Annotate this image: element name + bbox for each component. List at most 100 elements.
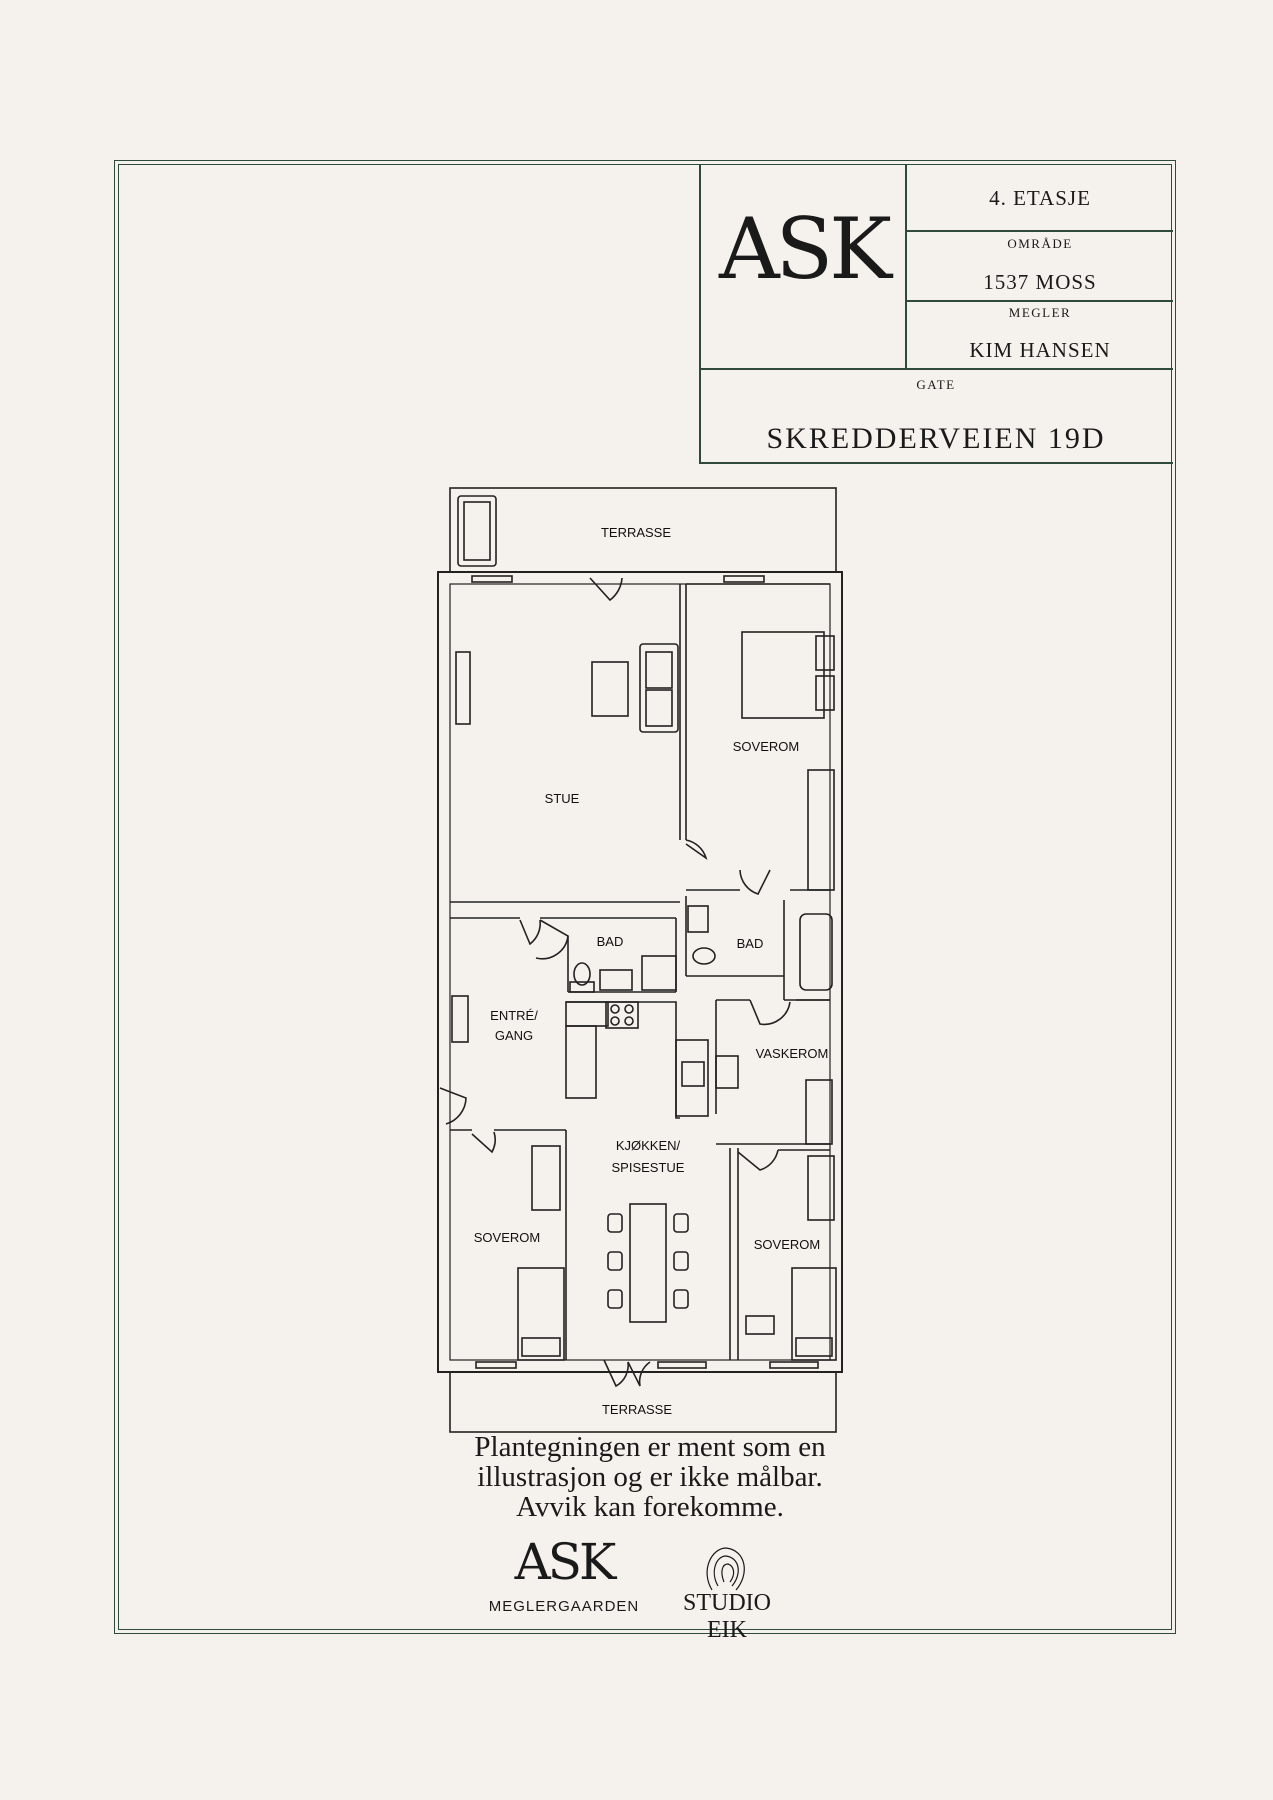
dining-table-icon (629, 1203, 667, 1323)
disclaimer-line: Plantegningen er ment som en (474, 1431, 826, 1463)
tb-divider (699, 164, 701, 464)
kitchen-counter (675, 1039, 709, 1117)
kitchen-counter (565, 1001, 609, 1027)
area-label: OMRÅDE (1007, 236, 1073, 251)
sofa-icon (639, 643, 679, 733)
toilet-icon (573, 962, 591, 986)
shower-icon (641, 955, 677, 991)
outer-frame (114, 160, 1176, 1634)
chair-icon (607, 1251, 623, 1271)
window-icon (769, 1361, 819, 1369)
window-icon (471, 575, 513, 583)
sink-icon (681, 1061, 705, 1087)
door-icon (739, 869, 771, 895)
pillow-icon (521, 1337, 561, 1357)
stove-burner-icon (624, 1016, 634, 1026)
room-label-bedroom-left: SOVEROM (474, 1230, 540, 1245)
bathtub-icon (799, 913, 833, 991)
disclaimer-line: Avvik kan forekomme. (516, 1491, 784, 1523)
coffee-table-icon (591, 661, 629, 717)
room-label-laundry: VASKEROM (756, 1046, 829, 1061)
pillow-icon (815, 675, 835, 711)
room-label-terrace-top: TERRASSE (601, 525, 671, 540)
room-label-terrace-bottom: TERRASSE (602, 1402, 672, 1417)
agent-value: KIM HANSEN (969, 338, 1111, 362)
wardrobe-icon (807, 769, 835, 891)
wardrobe-icon (807, 1155, 835, 1221)
sink-icon (687, 905, 709, 933)
exterior-wall (437, 571, 843, 1373)
chair-icon (607, 1213, 623, 1233)
disclaimer-line: illustrasjon og er ikke målbar. (477, 1461, 823, 1493)
stove-icon (605, 1001, 639, 1029)
sofa-icon (463, 501, 491, 561)
stove-burner-icon (610, 1004, 620, 1014)
room-label-bath-left: BAD (597, 934, 624, 949)
tv-icon (455, 651, 471, 725)
tb-divider (699, 368, 1173, 370)
toilet-icon (692, 947, 716, 965)
stove-burner-icon (624, 1004, 634, 1014)
door-icon (603, 1359, 629, 1388)
stove-burner-icon (610, 1016, 620, 1026)
ask-logo: ASK (719, 200, 892, 298)
room-label-kitchen-1: KJØKKEN/ (616, 1138, 681, 1153)
interior-wall-line (449, 583, 831, 1361)
desk-chair-icon (745, 1315, 775, 1335)
wardrobe-icon (531, 1145, 561, 1211)
tb-divider (905, 164, 907, 368)
area-value: 1537 MOSS (983, 270, 1097, 294)
sofa-icon (457, 495, 497, 567)
laundry-sink-icon (715, 1055, 739, 1089)
tb-divider (905, 230, 1173, 232)
street-label: GATE (916, 377, 956, 392)
agent-label: MEGLER (1008, 305, 1072, 320)
studio-eik-name: STUDIO EIK (683, 1590, 771, 1643)
door-icon (685, 839, 708, 860)
ask-footer-logo: ASK (514, 1533, 617, 1591)
inner-frame (118, 164, 1172, 1630)
bed-icon (517, 1267, 565, 1361)
tb-divider (905, 300, 1173, 302)
room-label-hall-1: ENTRÉ/ (490, 1008, 538, 1023)
window-icon (657, 1361, 707, 1369)
chair-icon (673, 1213, 689, 1233)
window-icon (723, 575, 765, 583)
door-icon (589, 577, 623, 602)
toilet-icon (569, 981, 595, 993)
floor-value: 4. ETASJE (989, 186, 1091, 210)
door-icon (627, 1361, 651, 1387)
chair-icon (673, 1251, 689, 1271)
chair-icon (607, 1289, 623, 1309)
hall-closet-icon (451, 995, 469, 1043)
room-label-bedroom-top: SOVEROM (733, 739, 799, 754)
pillow-icon (815, 635, 835, 671)
door-icon (519, 919, 542, 946)
sofa-cushion-icon (645, 689, 673, 727)
sofa-cushion-icon (645, 651, 673, 689)
room-label-living: STUE (545, 791, 580, 806)
door-icon (737, 1149, 779, 1171)
door-icon (471, 1131, 496, 1154)
room-label-kitchen-2: SPISESTUE (612, 1160, 685, 1175)
chair-icon (673, 1289, 689, 1309)
room-label-hall-2: GANG (495, 1028, 533, 1043)
tb-divider (699, 462, 1173, 464)
street-value: SKREDDERVEIEN 19D (766, 422, 1106, 455)
room-label-bath-right: BAD (737, 936, 764, 951)
laundry-cabinet-icon (805, 1079, 833, 1145)
bed-icon (741, 631, 825, 719)
pillow-icon (795, 1337, 833, 1357)
door-icon (749, 999, 791, 1026)
meglergaarden-name: MEGLERGAARDEN (488, 1598, 640, 1615)
sink-icon (599, 969, 633, 991)
bed-icon (791, 1267, 837, 1361)
door-icon (535, 919, 569, 960)
kitchen-counter (565, 1025, 597, 1099)
kitchen-counter-outline (566, 1001, 680, 1119)
room-label-bedroom-right: SOVEROM (754, 1237, 820, 1252)
window-icon (475, 1361, 517, 1369)
door-icon (439, 1087, 467, 1125)
title-block: ASK 4. ETASJE OMRÅDE 1537 MOSS MEGLER KI… (699, 164, 1173, 464)
